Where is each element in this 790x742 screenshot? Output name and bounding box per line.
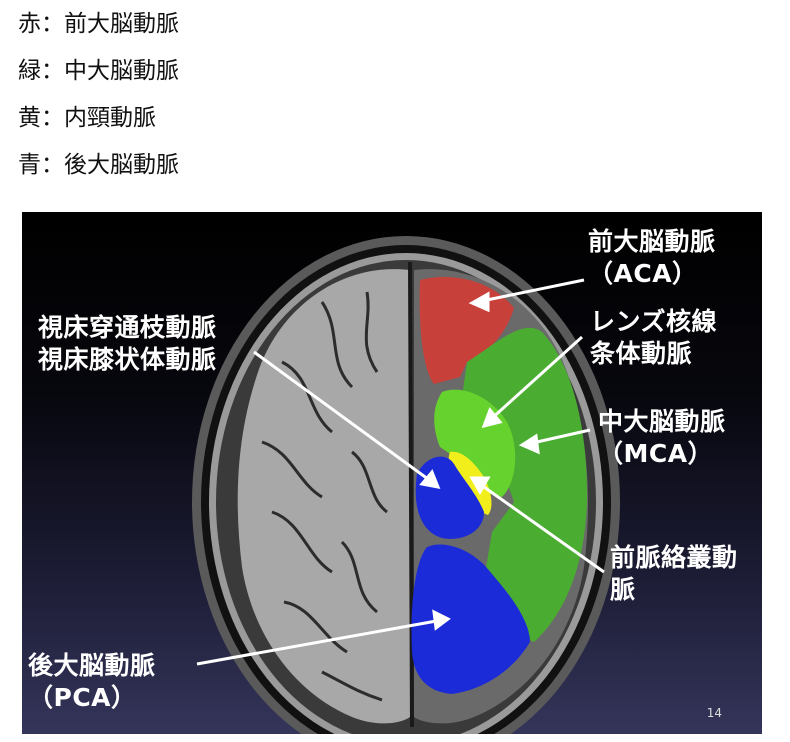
mca-label: 中大脳動脈 （MCA） xyxy=(598,406,726,470)
slide-number: 14 xyxy=(706,706,722,720)
legend-color-name: 赤 xyxy=(18,11,41,37)
legend-color-name: 青 xyxy=(18,152,41,178)
aca-label-line1: 前大脳動脈 xyxy=(588,227,716,256)
thalamic-arrowhead xyxy=(419,469,441,489)
legend-artery-name: 後大脳動脈 xyxy=(64,152,179,178)
legend-separator: ： xyxy=(41,105,64,131)
lenticulostriate-arrow xyxy=(488,335,584,422)
pca-label-line1: 後大脳動脈 xyxy=(28,651,156,680)
aca-label-line2: （ACA） xyxy=(588,259,698,288)
legend-separator: ： xyxy=(41,152,64,178)
pca-territory xyxy=(411,544,530,694)
legend-separator: ： xyxy=(41,11,64,37)
legend-item-red: 赤：前大脳動脈 xyxy=(18,10,179,38)
thalamic-arrow xyxy=(253,350,433,484)
aca-arrowhead xyxy=(468,291,490,313)
mca-arrowhead xyxy=(518,433,540,455)
aca-label: 前大脳動脈 （ACA） xyxy=(588,226,716,290)
anterior-choroidal-label: 前脈絡叢動 脈 xyxy=(610,542,738,606)
legend-separator: ： xyxy=(41,58,64,84)
pca-arrowhead xyxy=(432,609,451,631)
mca-label-line1: 中大脳動脈 xyxy=(598,407,726,436)
anterior-choroidal-label-line1: 前脈絡叢動 xyxy=(610,543,738,572)
thalamic-label-line2: 視床膝状体動脈 xyxy=(38,345,217,374)
thalamic-label-line1: 視床穿通枝動脈 xyxy=(38,313,217,342)
legend-color-name: 緑 xyxy=(18,58,41,84)
lenticulostriate-label: レンズ核線 条体動脈 xyxy=(590,306,717,370)
legend-item-green: 緑：中大脳動脈 xyxy=(18,57,179,85)
pca-arrow xyxy=(196,618,443,666)
anterior-choroidal-arrow xyxy=(476,480,605,574)
annotation-arrows xyxy=(196,278,605,666)
pca-label-line2: （PCA） xyxy=(28,683,137,712)
left-sulci xyxy=(261,291,388,702)
midline-fissure xyxy=(408,261,414,728)
aca-arrow xyxy=(476,278,585,304)
brain-territory-slide: 前大脳動脈 （ACA） レンズ核線 条体動脈 中大脳動脈 （MCA） 視床穿通枝… xyxy=(22,212,762,734)
mca-arrow xyxy=(527,428,591,446)
thalamic-label: 視床穿通枝動脈 視床膝状体動脈 xyxy=(38,312,217,376)
lenticulostriate-label-line1: レンズ核線 xyxy=(590,307,718,336)
legend-artery-name: 中大脳動脈 xyxy=(64,58,179,84)
legend-item-blue: 青：後大脳動脈 xyxy=(18,151,179,179)
legend-artery-name: 前大脳動脈 xyxy=(64,11,179,37)
lenticulostriate-label-line2: 条体動脈 xyxy=(590,339,693,368)
left-hemisphere xyxy=(237,269,410,724)
anterior-choroidal-territory xyxy=(448,451,492,515)
legend-color-name: 黄 xyxy=(18,105,41,131)
aca-territory xyxy=(419,277,514,384)
anterior-choroidal-arrowhead xyxy=(469,476,491,496)
legend-item-yellow: 黄：内頸動脈 xyxy=(18,104,156,132)
mca-label-line2: （MCA） xyxy=(598,439,714,468)
brain-diagram xyxy=(192,236,620,734)
pca-label: 後大脳動脈 （PCA） xyxy=(28,650,156,714)
lenticulostriate-arrowhead xyxy=(481,407,503,429)
anterior-choroidal-label-line2: 脈 xyxy=(610,575,636,604)
legend-artery-name: 内頸動脈 xyxy=(64,105,156,131)
